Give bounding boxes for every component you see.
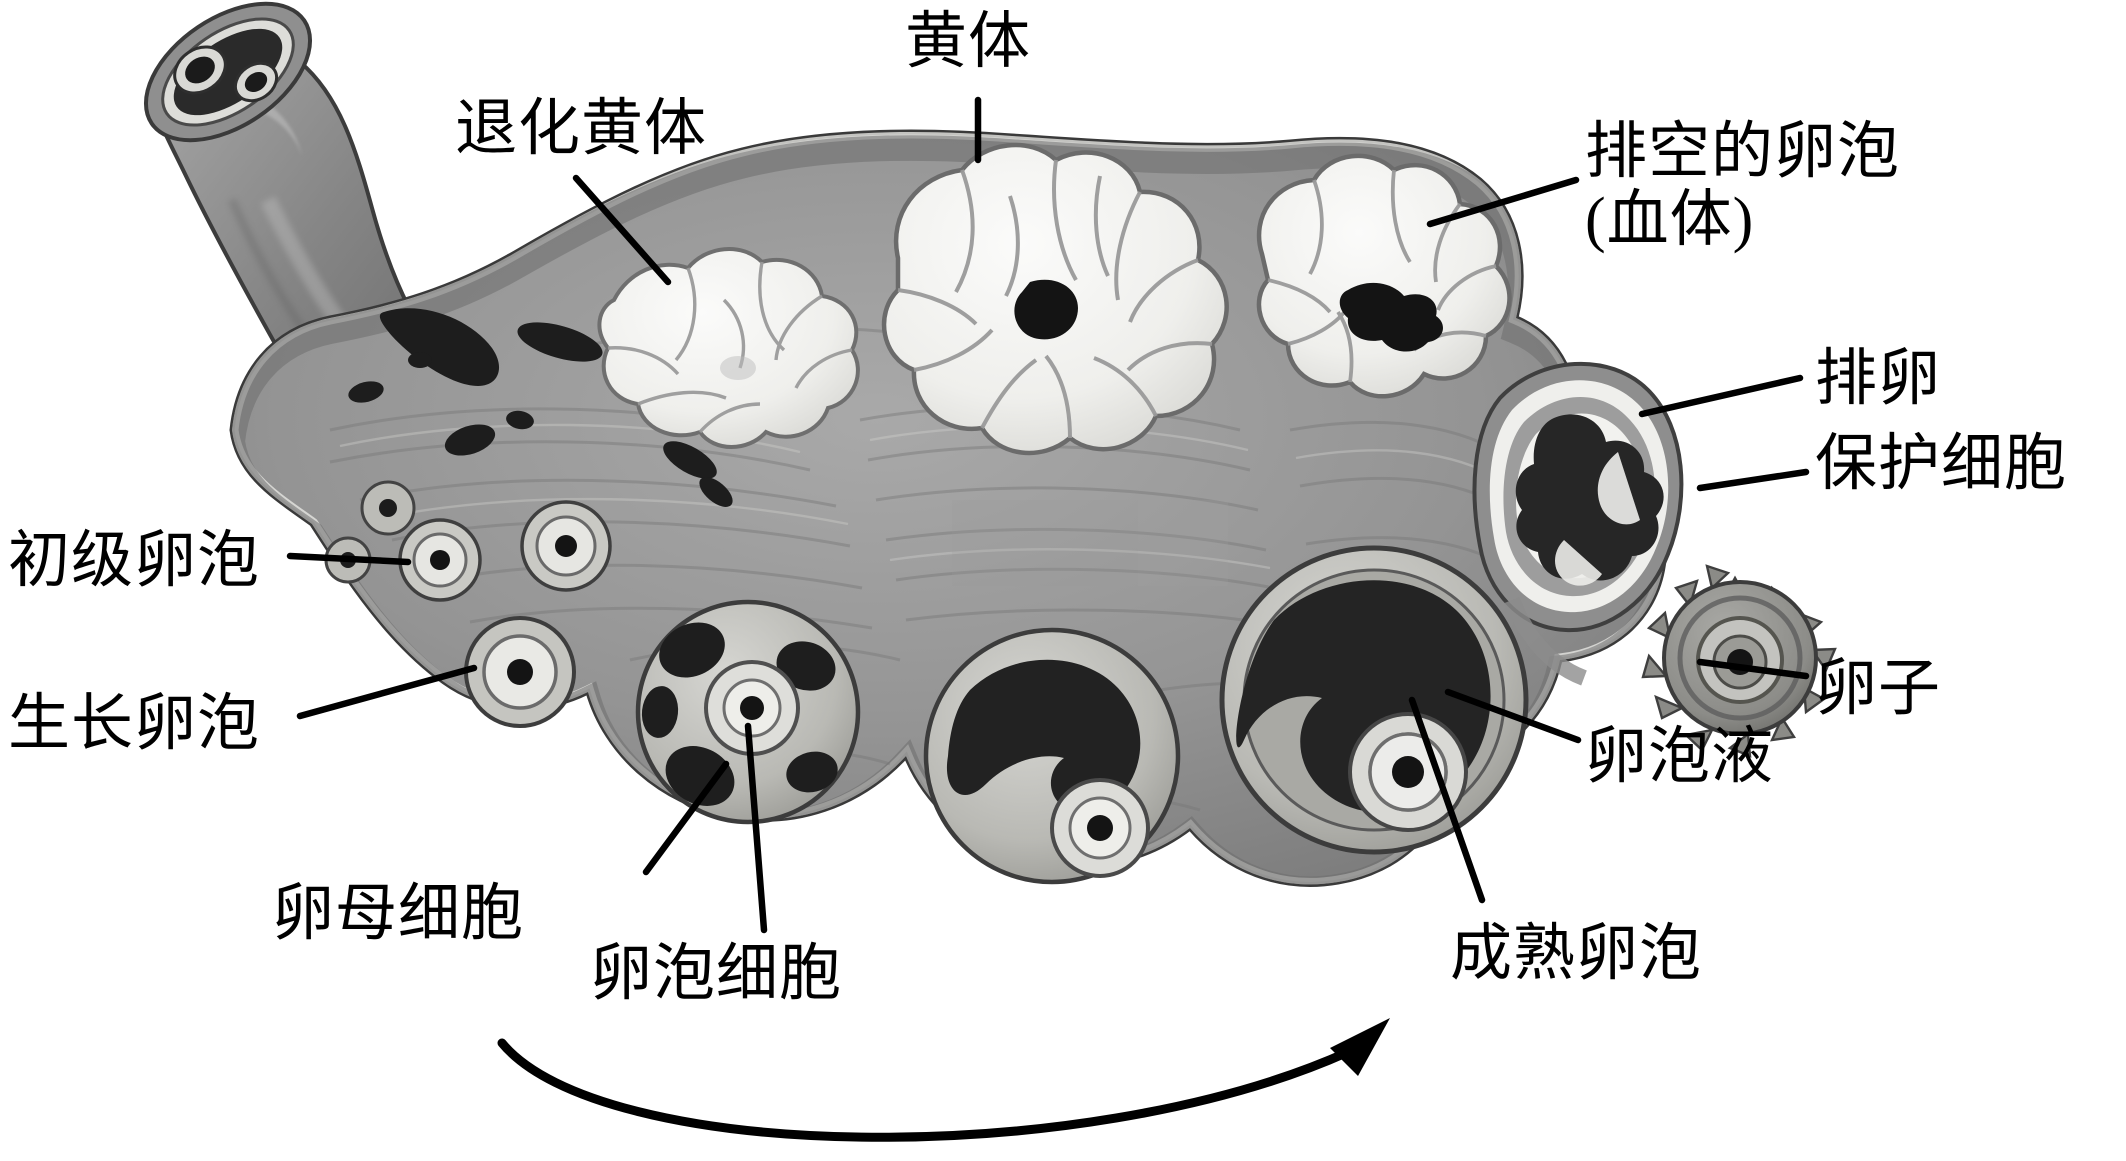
antral-follicle (923, 627, 1181, 885)
label-follicle-cells: 卵泡细胞 (590, 940, 843, 1008)
label-follicular-fluid: 卵泡液 (1585, 723, 1775, 791)
primary-follicles-group (324, 480, 612, 602)
mature-oocyte-nucleus (1392, 756, 1424, 788)
leader-degenerating-cl (572, 174, 672, 286)
antral-spaces (641, 622, 838, 806)
follicular-antrum (946, 659, 1141, 814)
leader-follicular-fluid (1444, 688, 1582, 744)
label-ovum: 卵子 (1815, 655, 1942, 723)
leader-follicle-cells (744, 722, 768, 934)
leader-ovulation (1638, 374, 1804, 418)
label-growing-follicle: 生长卵泡 (8, 690, 261, 758)
primary-follicle (360, 480, 416, 536)
ovary-body (229, 129, 1837, 887)
leader-emptied-follicle (1426, 176, 1580, 228)
leader-protective-cells (1696, 468, 1810, 492)
leader-oocyte (642, 760, 730, 876)
released-ovum (1641, 564, 1837, 758)
development-direction-arrow (497, 1018, 1390, 1142)
label-oocyte: 卵母细胞 (272, 880, 525, 948)
leader-ovum (1696, 658, 1810, 680)
primary-follicle (398, 518, 482, 602)
label-ovulation: 排卵 (1815, 345, 1942, 413)
hilum-blood-vessels (173, 45, 279, 103)
label-degenerating-cl: 退化黄体 (455, 95, 708, 163)
leader-growing-follicle (296, 664, 478, 720)
ligament-cut-end (143, 1, 313, 143)
corpus-albicans-creases (607, 261, 853, 434)
degenerating-corpus-luteum (597, 247, 860, 449)
label-corpus-hemorrhagicum: (血体) (1585, 186, 1755, 254)
mature-graafian-follicle (1219, 545, 1529, 855)
corpus-luteum-folds (897, 159, 1213, 439)
growing-follicles-group (464, 616, 576, 728)
label-emptied-follicle: 排空的卵泡 (1585, 118, 1901, 186)
cumulus-oophorus (1348, 712, 1468, 832)
primary-follicle (520, 500, 612, 592)
corpus-luteum-central-cavity (1014, 279, 1078, 340)
label-corpus-luteum: 黄体 (905, 8, 1032, 76)
label-protective-cells: 保护细胞 (1815, 430, 2068, 498)
leader-mature-follicle (1408, 696, 1486, 904)
leader-primary-follicle (286, 552, 412, 566)
corpus-hemorrhagicum-clot (1339, 282, 1443, 352)
corpus-luteum-body (881, 142, 1229, 456)
label-mature-follicle: 成熟卵泡 (1450, 920, 1703, 988)
label-primary-follicle: 初级卵泡 (8, 527, 261, 595)
secondary-follicle (635, 599, 861, 825)
oocyte-nucleus (740, 696, 764, 720)
ruptured-follicle (1472, 361, 1684, 686)
leader-lines (286, 96, 1810, 934)
